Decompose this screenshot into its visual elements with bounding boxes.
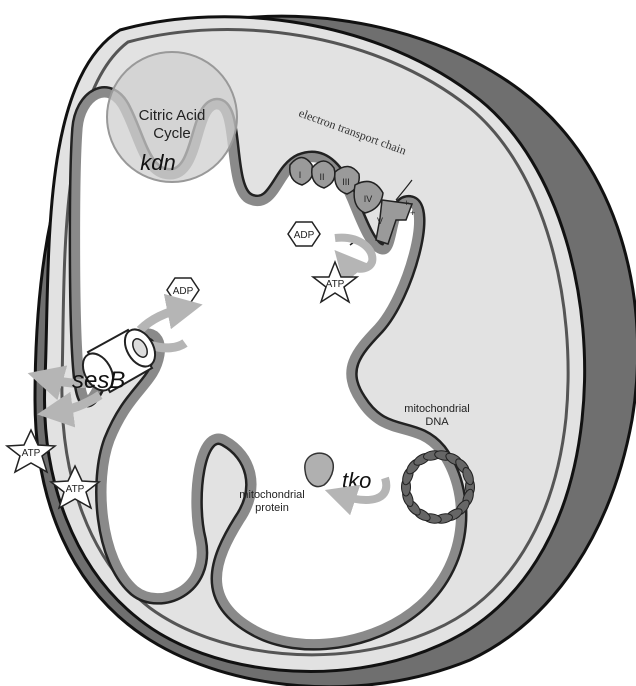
mito-dna-label-1: mitochondrial — [404, 403, 469, 415]
complex-i — [290, 158, 313, 186]
plus-sign-1: + — [404, 198, 409, 208]
kdn-gene-label: kdn — [140, 150, 175, 175]
transport-arrow-right — [150, 343, 185, 348]
complex-v-label: V — [377, 216, 383, 226]
mito-dna-label-2: DNA — [425, 416, 449, 428]
plus-sign-2: + — [410, 208, 415, 218]
atp-out-label-2: ATP — [66, 484, 85, 495]
sesb-gene-label: sesB — [72, 367, 125, 394]
citric-acid-cycle-label-1: Citric Acid — [139, 107, 206, 124]
tko-gene-label: tko — [342, 468, 371, 493]
adp-inner-label: ADP — [294, 230, 315, 241]
mito-protein-label-2: protein — [255, 502, 289, 514]
adp-transport-label: ADP — [173, 286, 194, 297]
complex-iii-label: III — [342, 177, 350, 187]
complex-i-label: I — [299, 170, 302, 180]
atp-inner-label: ATP — [326, 279, 345, 290]
mito-protein-label-1: mitochondrial — [239, 489, 304, 501]
complex-ii-label: II — [319, 172, 324, 182]
atp-out-label-1: ATP — [22, 448, 41, 459]
citric-acid-cycle-label-2: Cycle — [153, 125, 191, 142]
complex-iv-label: IV — [364, 194, 373, 204]
